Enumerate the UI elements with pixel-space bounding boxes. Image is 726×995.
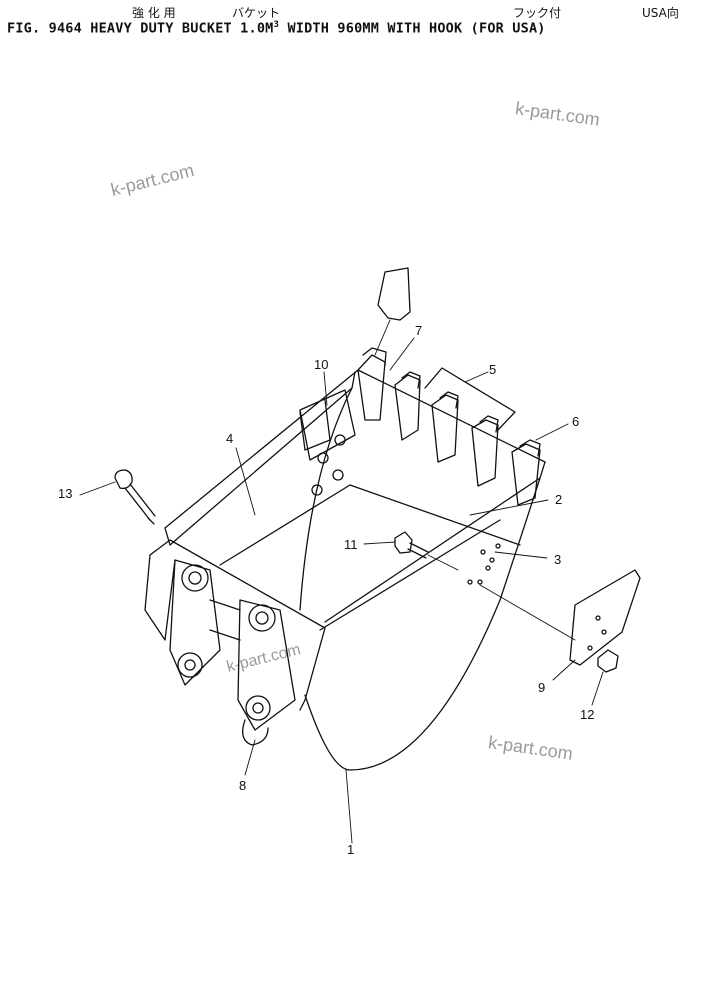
callout-6: 6 xyxy=(572,414,580,429)
leader-5 xyxy=(464,371,489,383)
right-hole-3 xyxy=(485,565,491,571)
callout-7: 7 xyxy=(415,323,423,338)
nut-12 xyxy=(597,649,619,673)
bucket-left-side-curve xyxy=(299,387,353,611)
side-hole-4 xyxy=(311,484,323,496)
right-hole-5 xyxy=(467,579,473,585)
pin-boss-right-bottom xyxy=(245,695,271,721)
pin-boss-right-top xyxy=(248,604,276,632)
jp-heavy-duty-label: 強 化 用 xyxy=(132,6,176,20)
cutter-9-hole-3 xyxy=(587,645,593,651)
left-side-plate xyxy=(299,389,356,461)
cross-bar xyxy=(209,599,241,641)
leader-8 xyxy=(244,739,256,776)
adapter-3 xyxy=(431,394,459,463)
side-hole-1 xyxy=(317,452,329,464)
adapter-5 xyxy=(511,443,541,506)
rear-plate xyxy=(144,554,176,641)
leader-9 xyxy=(552,659,576,681)
pin-boss-left-top-inner xyxy=(188,571,202,585)
callout-4: 4 xyxy=(226,431,234,446)
leader-4 xyxy=(235,447,256,516)
japanese-header: 強 化 用 バケット フック付 USA向 xyxy=(0,2,726,20)
jp-bucket-label: バケット xyxy=(232,6,281,20)
tooth-point-7-loose xyxy=(377,267,411,321)
pin-13-shaft xyxy=(124,483,156,521)
jp-for-usa-label: USA向 xyxy=(642,6,679,20)
leader-11 xyxy=(363,541,396,545)
bucket-bottom-curve xyxy=(304,599,501,771)
right-hole-1 xyxy=(480,549,486,555)
leader-1 xyxy=(345,769,353,844)
bucket-floor-lines xyxy=(219,484,521,566)
tooth-tip-4 xyxy=(479,415,499,433)
side-cutter-9 xyxy=(569,569,641,666)
tooth-7-alignment-line xyxy=(374,319,391,356)
callout-12: 12 xyxy=(580,707,595,722)
pin-13-head xyxy=(114,469,133,490)
jp-with-hook-label: フック付 xyxy=(513,6,562,20)
side-hole-2 xyxy=(334,434,346,446)
adapter-4 xyxy=(471,419,499,487)
bucket-back-wall xyxy=(164,369,546,529)
tooth-tip-2 xyxy=(401,371,421,389)
callout-1: 1 xyxy=(347,842,355,857)
tooth-tip-3 xyxy=(439,391,459,409)
bolt-11-shaft xyxy=(407,542,429,559)
title-main: FIG. 9464 HEAVY DUTY BUCKET 1.0M xyxy=(7,20,274,37)
callout-13: 13 xyxy=(58,486,73,501)
side-hole-3 xyxy=(332,469,344,481)
pin-13-tip xyxy=(147,517,155,525)
right-hole-4 xyxy=(477,579,483,585)
cutter-9-hole-1 xyxy=(595,615,601,621)
leader-13 xyxy=(79,481,116,496)
pin-boss-right-top-inner xyxy=(255,611,269,625)
cutter-9-hole-2 xyxy=(601,629,607,635)
adapter-2 xyxy=(394,374,421,441)
bucket-top-left-edge xyxy=(164,371,356,546)
bolt-11-head xyxy=(394,531,413,554)
leader-12 xyxy=(591,671,604,706)
leader-7 xyxy=(389,337,415,371)
bracket-5 xyxy=(424,367,516,431)
pin-boss-right-bottom-inner xyxy=(252,702,264,714)
figure-title: FIG. 9464 HEAVY DUTY BUCKET 1.0M3 WIDTH … xyxy=(7,20,546,37)
right-hole-2 xyxy=(495,543,501,549)
top-shell xyxy=(149,539,326,711)
pin-boss-left-top xyxy=(181,564,209,592)
pin-boss-left-bottom xyxy=(177,652,203,678)
leader-3 xyxy=(494,551,548,559)
leader-10 xyxy=(323,371,328,406)
cutter-9-alignment-line xyxy=(479,584,576,641)
leader-6 xyxy=(535,423,569,441)
adapter-1 xyxy=(357,354,386,421)
title-superscript: 3 xyxy=(273,20,280,30)
bucket-cutting-edge xyxy=(319,519,501,631)
hook-8 xyxy=(242,719,269,746)
pin-boss-left-bottom-inner xyxy=(184,659,196,671)
bolt-11-alignment-line xyxy=(427,554,459,571)
callout-9: 9 xyxy=(538,680,546,695)
right-hole-6 xyxy=(489,557,495,563)
callout-3: 3 xyxy=(554,552,562,567)
bracket-right xyxy=(237,599,296,731)
callout-2: 2 xyxy=(555,492,563,507)
callout-5: 5 xyxy=(489,362,497,377)
tooth-point-7-seat xyxy=(362,347,387,366)
title-rest: WIDTH 960MM WITH HOOK (FOR USA) xyxy=(279,20,546,37)
callout-10: 10 xyxy=(314,357,329,372)
tooth-tip-6 xyxy=(519,439,541,457)
bucket-right-side-curve xyxy=(499,477,541,601)
callout-11: 11 xyxy=(344,537,358,552)
leader-2 xyxy=(469,499,549,516)
callout-8: 8 xyxy=(239,778,247,793)
side-cutter-10 xyxy=(299,399,331,451)
